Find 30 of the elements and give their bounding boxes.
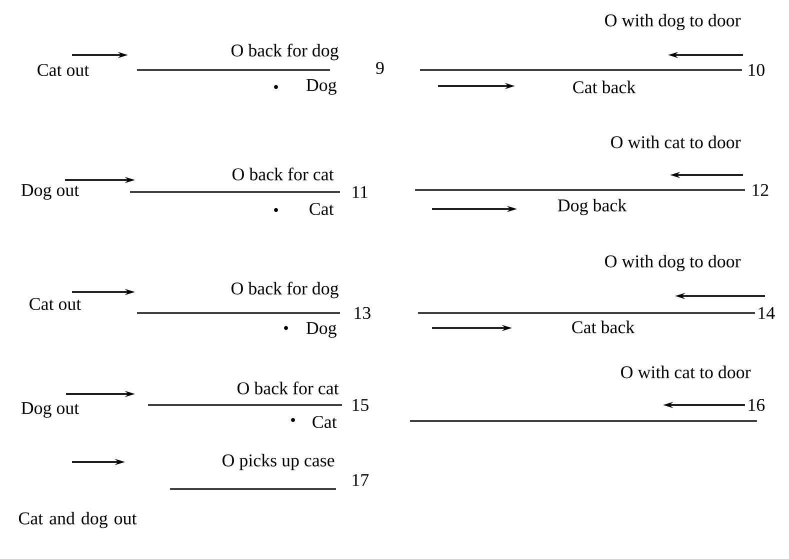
step-label: Cat and dog out <box>18 512 137 528</box>
step-label: Dog <box>306 79 336 95</box>
step-label: Cat <box>312 416 337 428</box>
step-label: Cat back <box>573 80 636 94</box>
step-label: Dog out <box>21 184 80 200</box>
step-label: O with cat to door <box>611 136 741 148</box>
step-label: Dog back <box>558 198 627 216</box>
step-number: 15 <box>352 398 368 411</box>
step-label: O with dog to door <box>605 254 741 272</box>
step-number: 12 <box>752 184 768 196</box>
step-label: O back for cat <box>232 168 334 180</box>
step-label: O with dog to door <box>605 14 741 30</box>
step-number: 14 <box>758 307 775 319</box>
step-label: Cat out <box>38 64 90 76</box>
step-number: 10 <box>748 64 764 76</box>
step-number: 17 <box>352 474 369 486</box>
step-label: O with cat to door <box>621 366 751 378</box>
step-label: O back for cat <box>237 382 339 394</box>
step-number: 13 <box>354 306 370 320</box>
step-label: Cat back <box>572 320 635 334</box>
step-label: Cat <box>310 202 334 216</box>
step-number: 11 <box>352 186 368 198</box>
step-label: O picks up case <box>222 454 334 470</box>
step-label: Dog <box>306 322 336 338</box>
step-label: Dog out <box>21 402 80 418</box>
step-label: O back for dog <box>231 44 338 60</box>
step-number: 16 <box>748 398 765 412</box>
step-number: 9 <box>376 62 384 74</box>
step-label: O back for dog <box>231 282 338 298</box>
step-label: Cat out <box>30 298 82 310</box>
